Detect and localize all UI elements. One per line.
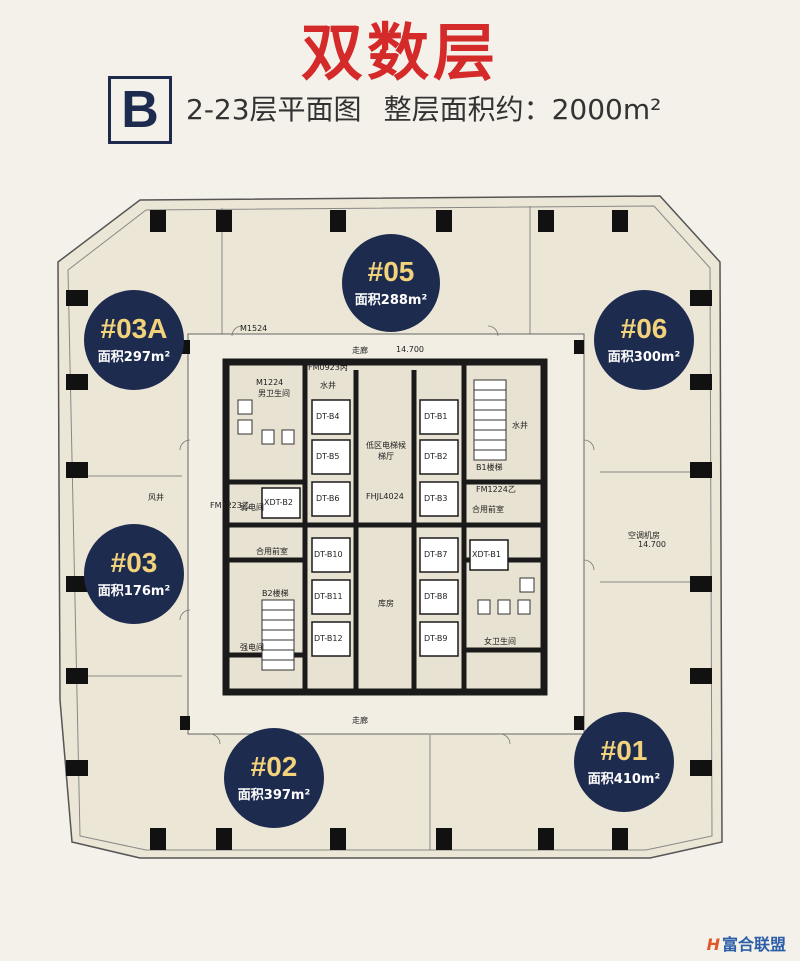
mens-wc-label: 男卫生间 xyxy=(258,389,290,398)
unit-03a-marker[interactable]: #03A 面积297m² xyxy=(84,290,184,390)
elevator-label: DT-B9 xyxy=(424,634,448,643)
ac-room-label: 空调机房 xyxy=(628,531,660,540)
unit-06-marker[interactable]: #06 面积300m² xyxy=(594,290,694,390)
water-shaft-1-label: 水井 xyxy=(320,381,336,390)
elevator-label: DT-B2 xyxy=(424,452,448,461)
columns xyxy=(66,210,712,850)
elevator-label: DT-B5 xyxy=(316,452,340,461)
unit-area: 面积397m² xyxy=(237,788,311,803)
elevator-label: DT-B1 xyxy=(424,412,448,421)
subtitle: 2-23层平面图整层面积约：2000m² xyxy=(186,88,661,128)
service-lift-right-label: XDT-B1 xyxy=(472,550,501,559)
unit-area: 面积176m² xyxy=(97,584,171,599)
elevator-label: DT-B8 xyxy=(424,592,448,601)
unit-02-marker[interactable]: #02 面积397m² xyxy=(224,728,324,828)
service-lift-left-label: XDT-B2 xyxy=(264,498,293,507)
elevator-label: DT-B10 xyxy=(314,550,343,559)
storage-label: 库房 xyxy=(378,599,394,608)
core-walls xyxy=(226,362,544,692)
unit-area: 面积297m² xyxy=(97,350,171,365)
unit-number: #01 xyxy=(600,735,648,766)
floor-range: 2-23层平面图 xyxy=(186,93,362,126)
elevation-ac-label: 14.700 xyxy=(638,540,666,549)
shared-front-room-2-label: 合用前室 xyxy=(256,547,288,556)
door-m1224-label: M1224 xyxy=(256,378,284,387)
corridor-top-label: 走廊 xyxy=(352,346,368,355)
elevator-label: DT-B3 xyxy=(424,494,448,503)
stairs xyxy=(261,379,507,671)
block-letter: B xyxy=(121,81,159,139)
door-swings xyxy=(179,325,595,745)
unit-number: #05 xyxy=(367,256,415,287)
unit-area: 面积300m² xyxy=(607,350,681,365)
elevation-top-label: 14.700 xyxy=(396,345,424,354)
page-title: 双数层 xyxy=(300,16,499,89)
elevator-label: DT-B7 xyxy=(424,550,448,559)
total-area: 整层面积约：2000m² xyxy=(383,93,662,126)
wc-fixtures xyxy=(237,399,535,615)
door-fm1224-label: FM1224乙 xyxy=(476,485,516,494)
watermark-text: 富合联盟 xyxy=(721,935,786,954)
door-fm0923-label: FM0923丙 xyxy=(308,363,348,372)
wind-shaft-label: 风井 xyxy=(148,493,164,502)
elevator-label: DT-B6 xyxy=(316,494,340,503)
unit-number: #03 xyxy=(110,547,158,578)
unit-area: 面积288m² xyxy=(354,293,428,308)
unit-01-marker[interactable]: #01 面积410m² xyxy=(574,712,674,812)
womens-wc-label: 女卫生间 xyxy=(484,637,516,646)
door-m1524-label: M1524 xyxy=(240,324,268,333)
watermark-logo-icon: H xyxy=(706,935,720,954)
stair-b1-label: B1楼梯 xyxy=(476,463,503,472)
shared-front-room-1-label: 合用前室 xyxy=(472,505,504,514)
elevator-label: DT-B11 xyxy=(314,592,343,601)
elevator-label: DT-B12 xyxy=(314,634,343,643)
elevator-cabs xyxy=(261,399,509,657)
strong-electric-label: 强电间 xyxy=(240,643,264,652)
unit-number: #06 xyxy=(620,313,668,344)
stair-b2-label: B2楼梯 xyxy=(262,589,289,598)
elevator-label: DT-B4 xyxy=(316,412,340,421)
door-fm1223-label: FM1223乙 xyxy=(210,501,250,510)
unit-area: 面积410m² xyxy=(587,772,661,787)
unit-03-marker[interactable]: #03 面积176m² xyxy=(84,524,184,624)
fire-shutter-label: FHJL4024 xyxy=(366,492,404,501)
unit-number: #02 xyxy=(250,751,298,782)
unit-number: #03A xyxy=(100,313,168,344)
unit-05-marker[interactable]: #05 面积288m² xyxy=(342,234,440,332)
block-badge: B xyxy=(108,76,172,144)
corridor-bottom-label: 走廊 xyxy=(352,716,368,725)
water-shaft-2-label: 水井 xyxy=(512,421,528,430)
weak-electric-label: 弱电间 xyxy=(240,503,264,512)
lobby-label: 低区电梯候梯厅 xyxy=(366,441,406,461)
